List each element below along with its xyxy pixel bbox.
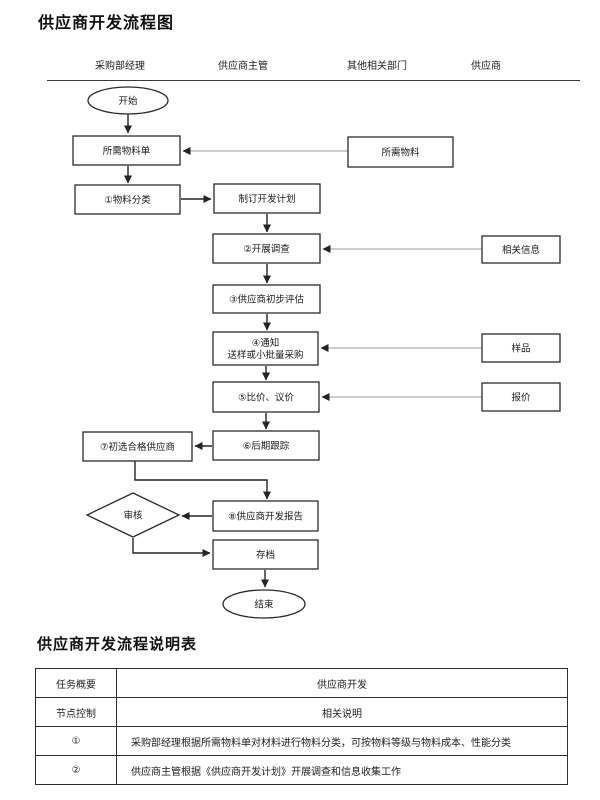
- table-cell-value: 采购部经理根据所需物料单对材料进行物料分类，可按物料等级与物料成本、性能分类: [116, 726, 568, 756]
- table-row-node-control: 节点控制 相关说明: [35, 697, 568, 727]
- flow-node-step2-survey: [212, 233, 321, 264]
- flow-node-step1-classify: [74, 184, 181, 215]
- flow-node-label-start: 开始: [118, 95, 138, 107]
- lane-header-other-departments: 其他相关部门: [347, 61, 407, 72]
- flow-node-label-material-needed: 所需物料: [381, 147, 420, 159]
- flow-node-make-plan: [213, 183, 321, 214]
- flowchart-title: 供应商开发流程图: [38, 15, 175, 32]
- flow-node-label-step5-compare: ⑤比价、议价: [238, 392, 295, 404]
- lane-header-supplier: 供应商: [471, 61, 501, 72]
- flow-node-step7-shortlist: [82, 431, 193, 462]
- flow-node-sample: [481, 333, 561, 363]
- table-cell-label: ②: [35, 755, 117, 785]
- flow-node-step3-evaluate: [212, 284, 321, 314]
- flow-node-step4-notify: [212, 331, 319, 366]
- spec-table-title: 供应商开发流程说明表: [37, 636, 198, 653]
- table-row-step1-desc: ① 采购部经理根据所需物料单对材料进行物料分类，可按物料等级与物料成本、性能分类: [35, 726, 568, 756]
- connector-review-to-archive: [132, 538, 211, 557]
- flow-node-step8-report: [212, 500, 319, 532]
- table-cell-value: 供应商开发: [116, 668, 568, 698]
- flow-node-label-step2-survey: ②开展调查: [243, 243, 290, 255]
- flow-node-label-quotation: 报价: [511, 392, 531, 404]
- table-cell-value: 供应商主管根据《供应商开发计划》开展调查和信息收集工作: [116, 755, 568, 785]
- flow-node-start: [87, 86, 169, 115]
- flow-node-quotation: [481, 382, 561, 412]
- lane-header-supplier-supervisor: 供应商主管: [218, 61, 268, 72]
- flow-node-label-make-plan: 制订开发计划: [238, 193, 295, 205]
- flow-node-label-step8-report: ⑧供应商开发报告: [228, 511, 303, 523]
- flow-node-label-sample: 样品: [511, 343, 530, 355]
- table-cell-label: 节点控制: [35, 697, 117, 727]
- flow-node-review: [85, 492, 181, 538]
- table-cell-value: 相关说明: [116, 697, 568, 727]
- flow-node-label-step7-shortlist: ⑦初选合格供应商: [100, 441, 175, 453]
- flow-node-label-material-list: 所需物料单: [103, 145, 151, 157]
- connector-step7-to-step8: [134, 461, 271, 500]
- flow-node-step6-track: [212, 430, 320, 461]
- table-row-step2-desc: ② 供应商主管根据《供应商开发计划》开展调查和信息收集工作: [35, 755, 568, 785]
- flow-node-material-needed: [347, 136, 454, 168]
- flow-node-label-review: 审核: [123, 510, 143, 522]
- flow-node-end: [222, 589, 306, 619]
- flow-node-label-end: 结束: [254, 599, 274, 611]
- flow-node-label-step1-classify: ①物料分类: [104, 194, 151, 206]
- flow-node-label-step6-track: ⑥后期跟踪: [243, 440, 290, 452]
- flow-node-label-step3-evaluate: ③供应商初步评估: [229, 294, 305, 306]
- flow-node-step5-compare: [212, 381, 320, 413]
- lane-header-purchasing-manager: 采购部经理: [95, 61, 145, 72]
- flow-node-label-step4-notify: ④通知送样或小批量采购: [227, 337, 303, 361]
- flow-node-related-info: [481, 235, 561, 264]
- flow-node-label-archive: 存档: [256, 549, 275, 561]
- flow-node-label-related-info: 相关信息: [502, 244, 540, 256]
- table-cell-label: 任务概要: [35, 668, 117, 698]
- table-cell-label: ①: [35, 726, 117, 756]
- spec-table: 任务概要 供应商开发 节点控制 相关说明 ① 采购部经理根据所需物料单对材料进行…: [35, 668, 568, 785]
- table-row-task-summary: 任务概要 供应商开发: [35, 668, 568, 698]
- connector-layer: [124, 114, 482, 588]
- flow-node-material-list: [72, 135, 181, 166]
- lane-separator-line: [47, 80, 580, 81]
- flow-node-archive: [212, 539, 319, 570]
